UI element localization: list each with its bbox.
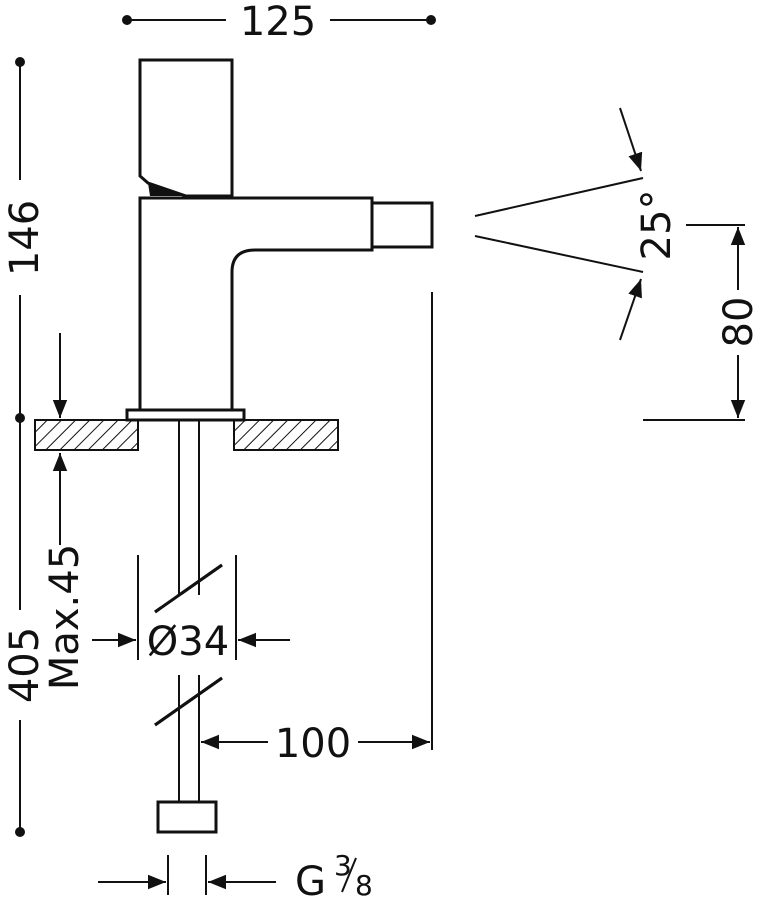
dimension-spray-angle: 25° xyxy=(474,107,680,341)
dimension-height-total-label: 405 xyxy=(2,627,48,703)
dimension-height-upper-label: 146 xyxy=(2,200,48,276)
dimension-width-top: 125 xyxy=(122,0,436,45)
connection-thread-numerator: 3 xyxy=(334,849,352,882)
dimension-left-vertical: 146 405 xyxy=(2,57,48,837)
countertop-section xyxy=(34,419,339,451)
connection-thread-denominator: 8 xyxy=(355,869,373,900)
dimension-width-label: 125 xyxy=(240,0,316,45)
dimension-connection-thread: G 3 8 xyxy=(98,849,373,900)
connection-thread-letter: G xyxy=(295,859,326,900)
dimension-hole-diameter: Ø34 xyxy=(92,555,290,665)
dimension-max-thickness: Max.45 xyxy=(42,333,88,690)
dimension-spray-height-label: 80 xyxy=(716,297,757,348)
dimension-max-thickness-label: Max.45 xyxy=(42,544,88,690)
dimension-spray-angle-label: 25° xyxy=(634,190,680,261)
dimension-reach-label: 100 xyxy=(275,721,351,767)
tap-body xyxy=(125,58,434,422)
dimension-spray-height: 80 xyxy=(643,224,757,421)
dimension-hole-diameter-label: Ø34 xyxy=(147,619,229,665)
dimension-reach: 100 xyxy=(201,292,433,767)
